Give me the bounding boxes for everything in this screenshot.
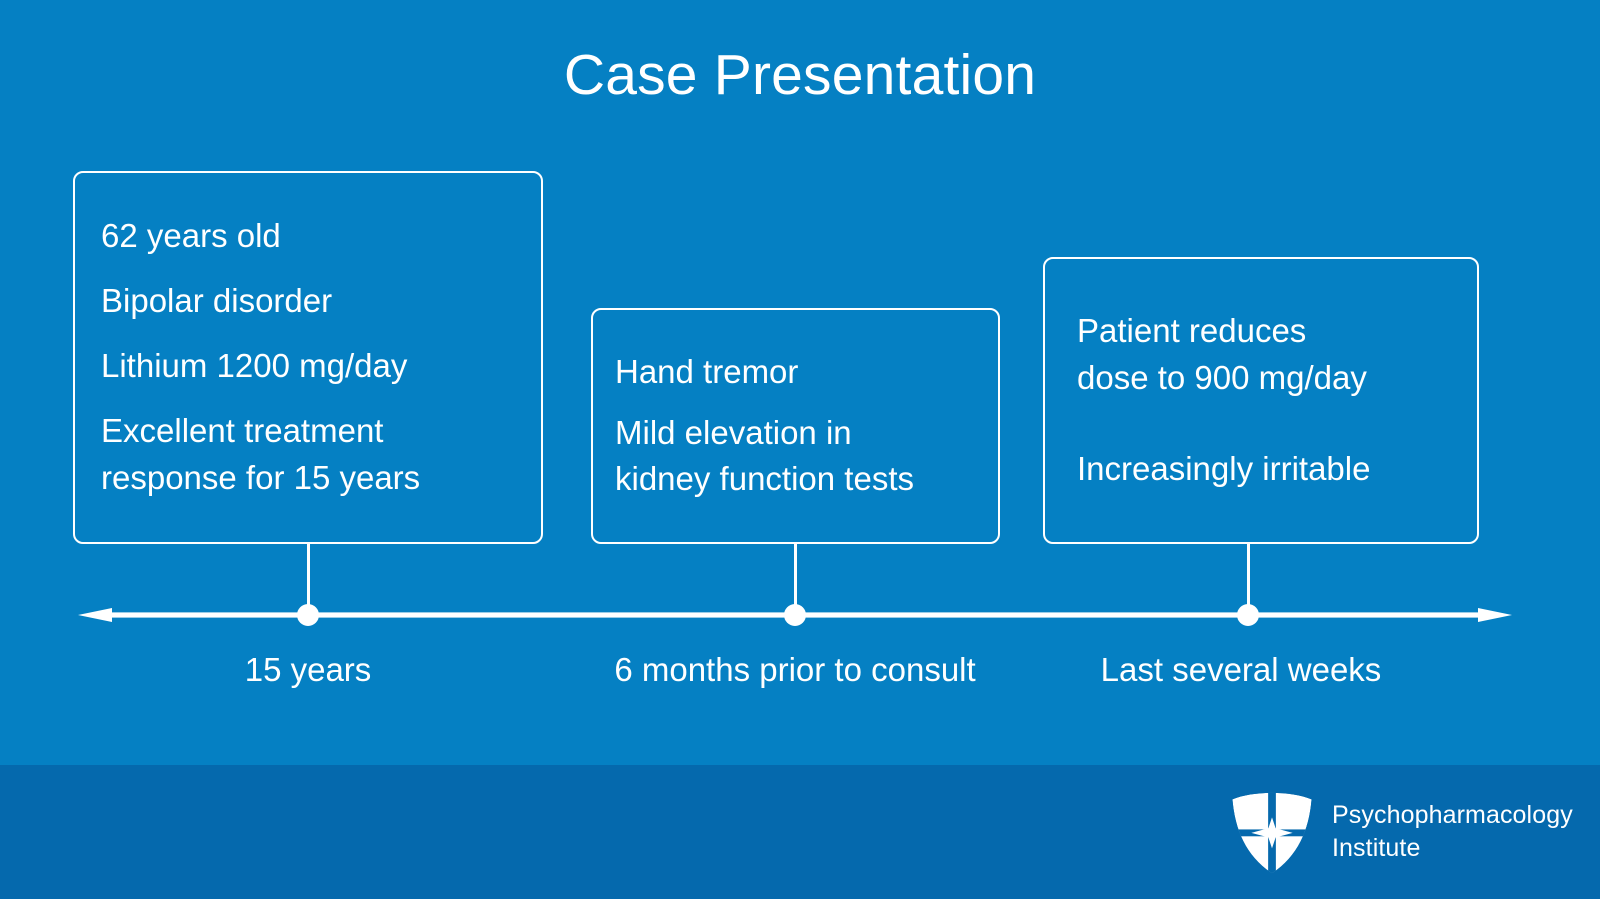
event-3-line-2: Increasingly irritable xyxy=(1077,449,1371,487)
brand-name-line-1: Psychopharmacology xyxy=(1332,801,1573,829)
brand-name: Psychopharmacology Institute xyxy=(1332,799,1573,865)
connector-line-1 xyxy=(307,544,310,606)
shield-icon xyxy=(1232,792,1312,874)
timeline-tick-label-2: 6 months prior to consult xyxy=(614,651,976,688)
connector-line-3 xyxy=(1247,544,1250,606)
timeline-event-box-1: 62 years old Bipolar disorder Lithium 12… xyxy=(73,171,543,544)
event-1-line-2: Bipolar disorder xyxy=(101,282,333,320)
brand-name-line-2: Institute xyxy=(1332,834,1421,862)
event-2-line-2: Mild elevation in kidney function tests xyxy=(615,413,914,498)
event-1-line-3: Lithium 1200 mg/day xyxy=(101,347,408,385)
event-3-line-1: Patient reduces dose to 900 mg/day xyxy=(1077,312,1367,397)
timeline-event-box-3: Patient reduces dose to 900 mg/day Incre… xyxy=(1043,257,1479,544)
footer-band xyxy=(0,765,1600,899)
timeline-tick-label-3: Last several weeks xyxy=(1100,651,1382,688)
timeline-dot-3 xyxy=(1237,604,1259,626)
event-1-line-4: Excellent treatment response for 15 year… xyxy=(101,411,421,496)
connector-line-2 xyxy=(794,544,797,606)
brand-logo: Psychopharmacology Institute xyxy=(1228,782,1578,882)
timeline-dot-2 xyxy=(784,604,806,626)
timeline-tick-label-1: 15 years xyxy=(244,651,372,688)
timeline-dot-1 xyxy=(297,604,319,626)
event-2-line-1: Hand tremor xyxy=(615,352,799,390)
timeline-event-box-2: Hand tremor Mild elevation in kidney fun… xyxy=(591,308,1000,544)
page-title: Case Presentation xyxy=(563,43,1037,107)
event-1-line-1: 62 years old xyxy=(101,217,281,255)
